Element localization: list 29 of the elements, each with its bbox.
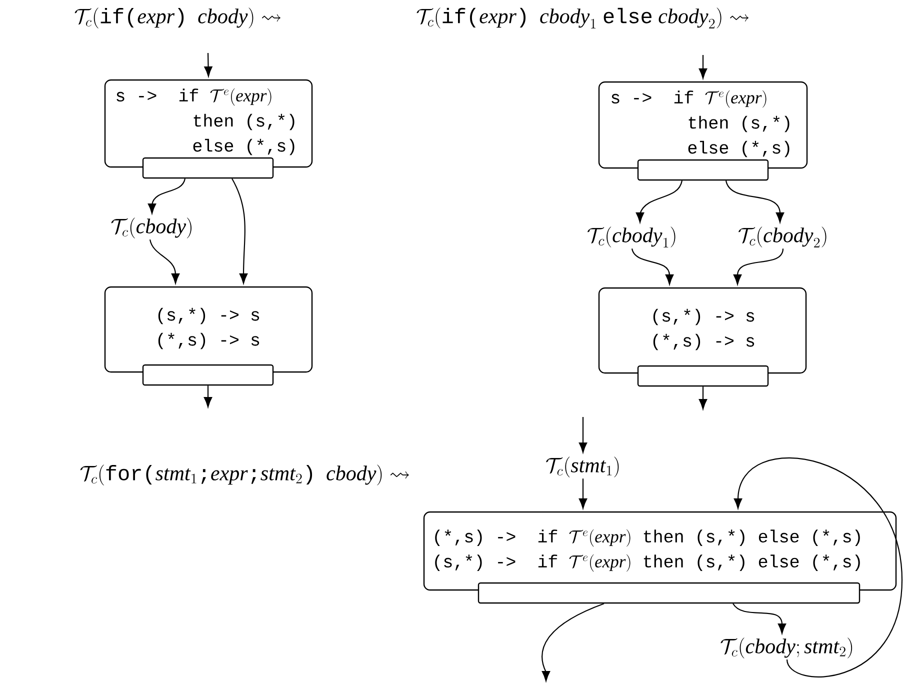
arrow — [148, 178, 186, 214]
output-bar — [478, 582, 860, 604]
arrow — [578, 478, 588, 509]
arrow — [733, 248, 784, 285]
output-bar — [142, 157, 274, 179]
output-bar — [142, 364, 274, 386]
arrow — [732, 603, 786, 634]
rule-heading: $\mathcal{T}_c(\texttt{if(}\mathit{expr}\texttt{)}\ \ \mathit{cbody}_1\ \texttt{else}\ \mathit{cbody}_2)\leadsto$ — [416, 8, 749, 28]
arrow — [232, 178, 248, 284]
output-bar — [637, 365, 769, 387]
arrow — [578, 417, 588, 453]
arrow — [726, 180, 784, 223]
arrow — [204, 52, 212, 77]
output-bar — [637, 159, 769, 181]
arrow — [632, 248, 674, 285]
rule-heading: $\mathcal{T}_c(\texttt{for(}\mathit{stmt}_1\texttt{;}\mathit{expr}\texttt{;}\mathit{stmt}_2\texttt{)}\ \ \mathit{cbody})\leadsto$ — [80, 464, 410, 486]
arrow — [636, 180, 683, 223]
transform-label: $\mathcal{T}_c(\mathit{stmt}_1)$ — [546, 456, 619, 478]
arrow — [542, 603, 604, 682]
transform-label: $\mathcal{T}_c(\mathit{cbody}_2)$ — [738, 226, 826, 248]
arrow — [734, 458, 903, 678]
arrow — [204, 386, 212, 408]
rule-heading: $\mathcal{T}_c(\texttt{if(}\mathit{expr}\texttt{)}\ \ \mathit{cbody})\leadsto$ — [74, 8, 281, 28]
transform-label: $\mathcal{T}_c(\mathit{cbody})$ — [111, 218, 192, 238]
transform-label: $\mathcal{T}_c(\mathit{cbody}_1)$ — [588, 226, 676, 248]
arrow — [698, 55, 708, 79]
arrow — [698, 386, 708, 410]
transform-label: $\mathcal{T}_c(\mathit{cbody};\mathit{stmt}_2)$ — [720, 638, 852, 658]
arrow — [149, 239, 180, 284]
